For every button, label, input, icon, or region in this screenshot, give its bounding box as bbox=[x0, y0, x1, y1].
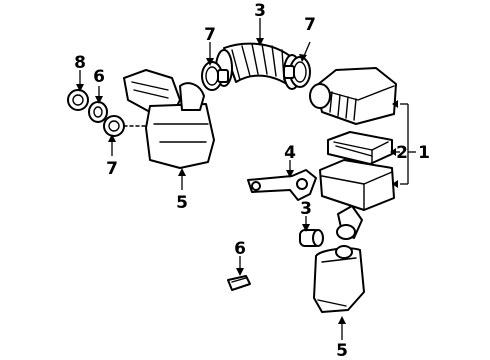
callout-labels: 3 7 7 8 6 7 5 2 1 4 3 6 5 bbox=[74, 1, 430, 360]
callout-5-left: 5 bbox=[176, 193, 188, 213]
leader-lines bbox=[76, 18, 416, 340]
o-ring bbox=[67, 89, 89, 111]
callout-3-top: 3 bbox=[254, 1, 266, 21]
callout-7-top-left: 7 bbox=[204, 25, 216, 45]
intake-elbow bbox=[336, 205, 363, 240]
bushing bbox=[88, 101, 108, 123]
air-cleaner-upper-cover bbox=[309, 67, 397, 125]
air-box-silencer bbox=[123, 69, 215, 169]
callout-6-left: 6 bbox=[93, 67, 105, 87]
callout-5-bottom: 5 bbox=[336, 341, 348, 360]
air-filter-element bbox=[327, 131, 393, 165]
clamp-left bbox=[103, 115, 125, 137]
callout-4: 4 bbox=[284, 143, 296, 163]
sensor-bracket bbox=[247, 169, 317, 201]
small-connector bbox=[299, 229, 324, 247]
callout-3-mid: 3 bbox=[300, 199, 312, 219]
callout-7-top-right: 7 bbox=[304, 15, 316, 35]
hose-clamp-top-left bbox=[201, 61, 229, 91]
callout-6-bottom: 6 bbox=[234, 239, 246, 259]
resonator-box bbox=[313, 245, 365, 313]
callout-8: 8 bbox=[74, 53, 86, 73]
air-cleaner-lower-housing bbox=[319, 159, 395, 211]
callout-7-left: 7 bbox=[106, 159, 118, 179]
callout-2: 2 bbox=[396, 143, 408, 163]
callout-1: 1 bbox=[418, 143, 430, 163]
small-pad bbox=[227, 275, 251, 291]
hose-clamp-top-right bbox=[283, 56, 311, 88]
